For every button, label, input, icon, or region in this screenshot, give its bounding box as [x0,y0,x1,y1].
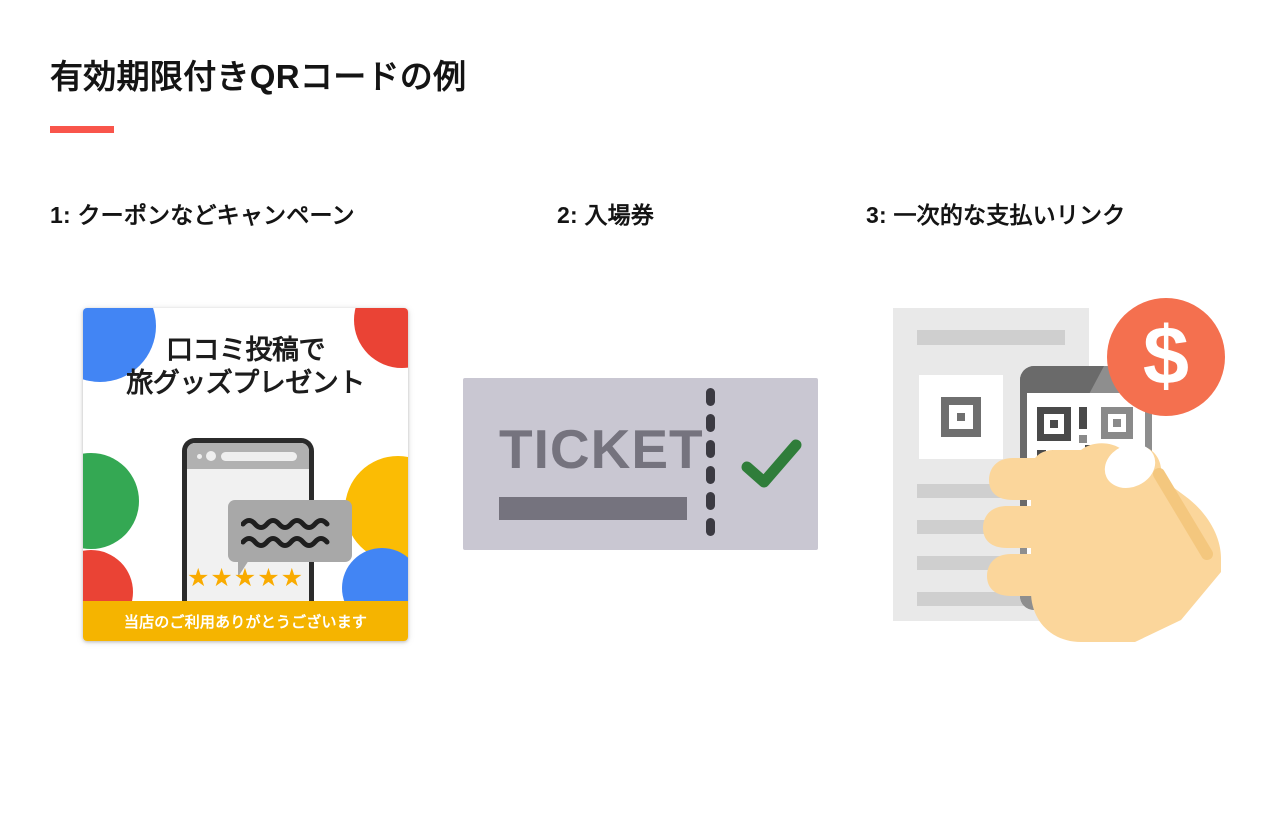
speaker-pill-icon [221,452,297,461]
document-title-bar [917,330,1065,345]
phone-status-bar [187,443,309,469]
page-title: 有効期限付きQRコードの例 [50,58,467,95]
ticket-detail-bar [499,497,687,520]
currency-symbol: $ [1142,308,1190,402]
star-rating: ★★★★★ [186,564,305,592]
ticket-label: TICKET [499,418,704,480]
perforation-icon [706,388,715,540]
payment-link-illustration: $ [885,290,1255,645]
camera-dot-icon [197,454,202,459]
dollar-icon: $ [1107,298,1225,416]
decorative-circle-green [83,453,139,549]
decorative-circle-yellow [345,456,408,562]
qr-finder-top-right [1101,407,1133,439]
speech-bubble-icon [228,500,352,562]
column-label-payment: 3: 一次的な支払いリンク [866,202,1126,228]
coupon-headline: 口コミ投稿で 旅グッズプレゼント [83,334,408,400]
qr-finder-mid [949,405,973,429]
check-icon [741,436,803,497]
coupon-banner: 当店のご利用ありがとうございます [83,601,408,641]
qr-code-icon [919,375,1003,459]
coupon-card-illustration: 口コミ投稿で 旅グッズプレゼント ★★★★★ 当店のご利用ありがとうございます [83,308,408,641]
coupon-headline-line2: 旅グッズプレゼント [126,367,365,398]
camera-lens-icon [206,451,216,461]
title-accent-rule [50,126,114,133]
speech-bubble-tail-icon [238,560,249,577]
column-label-ticket: 2: 入場券 [557,202,655,228]
qr-finder-outer [941,397,981,437]
ticket-illustration: TICKET [463,378,818,550]
qr-finder-inner [957,413,965,421]
coupon-headline-line1: 口コミ投稿で [166,335,326,365]
hand-icon [983,443,1221,642]
qr-finder-top-left [1037,407,1071,441]
column-label-campaign: 1: クーポンなどキャンペーン [50,202,355,228]
